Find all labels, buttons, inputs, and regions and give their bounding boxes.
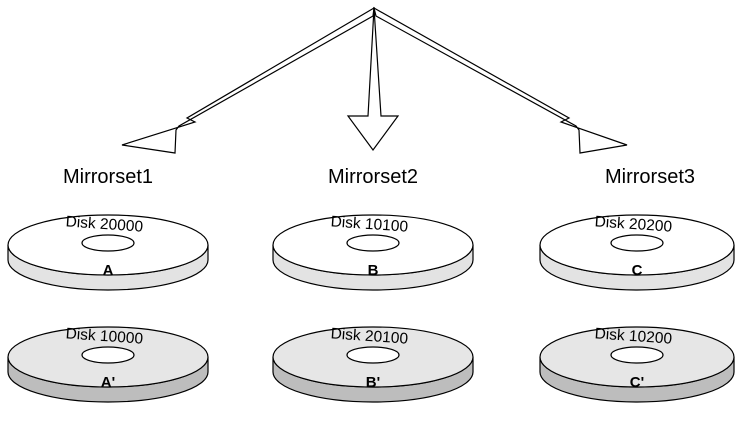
disk-name-label: Disk 20100 — [330, 325, 409, 347]
disk-name-label: Disk 10200 — [594, 325, 673, 347]
arrow-to-mirrorset1 — [121, 6, 375, 154]
disk-letter-label: A' — [101, 374, 115, 391]
mirrorset-column-1: Mirrorset1 Disk 20000 A Disk 10000 A' — [7, 166, 209, 403]
disk-name-label: Disk 10000 — [65, 325, 144, 347]
mirrorset-column-2: Mirrorset2 Disk 10100 B Disk 20100 B' — [272, 166, 474, 403]
disk-letter-label: B — [368, 262, 379, 279]
mirrorset-label: Mirrorset3 — [605, 166, 695, 188]
disk-hub — [81, 234, 135, 252]
arrow-to-mirrorset3 — [373, 6, 628, 154]
disk: Disk 10100 B — [272, 213, 474, 291]
mirrorset-label: Mirrorset2 — [328, 166, 418, 188]
disk-name-label: Disk 20000 — [65, 213, 144, 235]
disk-name-label: Disk 10100 — [330, 213, 409, 235]
disk-letter-label: C — [632, 262, 643, 279]
disk-letter-label: B' — [366, 374, 380, 391]
disk: Disk 20200 C — [539, 213, 735, 291]
arrow-to-mirrorset2 — [346, 7, 400, 152]
disk: Disk 20000 A — [7, 213, 209, 291]
disk-letter-label: C' — [630, 374, 644, 391]
disk: Disk 20100 B' — [272, 325, 474, 403]
disk-hub — [346, 234, 400, 252]
mirrorset-column-3: Mirrorset3 Disk 20200 C Disk 10200 C' — [539, 166, 735, 403]
disk-hub — [81, 346, 135, 364]
distribution-arrows — [121, 6, 628, 154]
disk-letter-label: A — [103, 262, 114, 279]
disk-hub — [610, 234, 664, 252]
mirrorset-label: Mirrorset1 — [63, 166, 153, 188]
disk-hub — [610, 346, 664, 364]
disk: Disk 10000 A' — [7, 325, 209, 403]
disk-name-label: Disk 20200 — [594, 213, 673, 235]
disk: Disk 10200 C' — [539, 325, 735, 403]
disk-hub — [346, 346, 400, 364]
